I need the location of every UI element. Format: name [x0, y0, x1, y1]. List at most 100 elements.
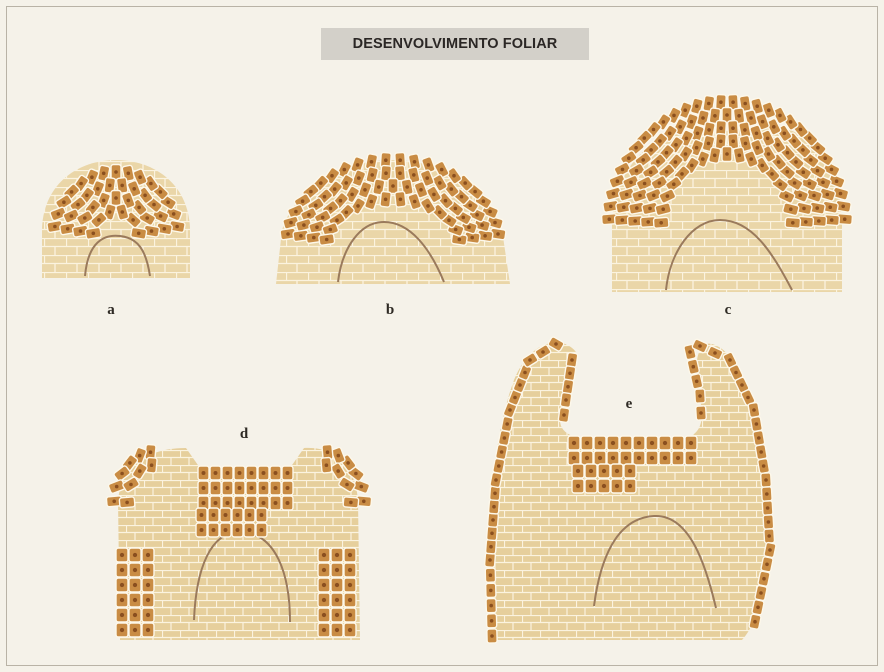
cell-nucleus — [767, 520, 771, 524]
cell-nucleus — [695, 104, 699, 108]
cell-nucleus — [789, 207, 793, 211]
cell-nucleus — [226, 471, 230, 475]
cell-nucleus — [315, 225, 319, 229]
cell-nucleus — [743, 128, 747, 132]
cell-nucleus — [616, 179, 620, 183]
cell-nucleus — [76, 203, 80, 207]
cell-nucleus — [728, 358, 732, 362]
cell-nucleus — [624, 456, 628, 460]
cell-nucleus — [350, 193, 354, 197]
cell-nucleus — [765, 563, 769, 567]
cell-nucleus — [356, 204, 360, 208]
cell-nucleus — [112, 500, 116, 504]
cell-nucleus — [440, 168, 444, 172]
cell-nucleus — [513, 396, 517, 400]
cell-nucleus — [53, 225, 57, 229]
cell-nucleus — [695, 146, 699, 150]
cell-nucleus — [635, 169, 639, 173]
label-d: d — [234, 426, 254, 443]
cell-nucleus — [321, 216, 325, 220]
cell-nucleus — [508, 408, 512, 412]
cell-nucleus — [503, 436, 507, 440]
cell-nucleus — [661, 207, 665, 211]
cell-nucleus — [589, 484, 593, 488]
cell-nucleus — [438, 181, 442, 185]
cell-nucleus — [762, 577, 766, 581]
cell-nucleus — [725, 152, 729, 156]
cell-nucleus — [608, 217, 612, 221]
cell-nucleus — [146, 568, 150, 572]
cell-nucleus — [250, 471, 254, 475]
cell-nucleus — [344, 181, 348, 185]
cell-nucleus — [488, 558, 492, 562]
cell-nucleus — [348, 613, 352, 617]
cell-nucleus — [665, 170, 669, 174]
cell-nucleus — [817, 219, 821, 223]
cell-nucleus — [776, 143, 780, 147]
cell-nucleus — [322, 628, 326, 632]
cell-nucleus — [650, 456, 654, 460]
cell-nucleus — [494, 478, 498, 482]
cell-nucleus — [412, 173, 416, 177]
cell-nucleus — [668, 132, 672, 136]
cell-nucleus — [676, 441, 680, 445]
cell-nucleus — [752, 408, 756, 412]
cell-nucleus — [399, 198, 403, 202]
cell-nucleus — [568, 372, 572, 376]
cell-nucleus — [689, 441, 693, 445]
cell-nucleus — [307, 213, 311, 217]
cell-nucleus — [133, 598, 137, 602]
panel-e-section — [484, 336, 776, 643]
cell-nucleus — [236, 528, 240, 532]
cell-nucleus — [794, 160, 798, 164]
cell-nucleus — [786, 151, 790, 155]
cell-nucleus — [312, 236, 316, 240]
cell-nucleus — [541, 350, 545, 354]
cell-nucleus — [835, 179, 839, 183]
cell-nucleus — [746, 396, 750, 400]
cell-nucleus — [322, 583, 326, 587]
cell-nucleus — [452, 174, 456, 178]
cell-nucleus — [491, 518, 495, 522]
cell-nucleus — [175, 225, 179, 229]
cell-nucleus — [695, 380, 699, 384]
cell-nucleus — [450, 187, 454, 191]
cell-nucleus — [528, 358, 532, 362]
cell-nucleus — [684, 152, 688, 156]
cell-nucleus — [79, 182, 83, 186]
cell-nucleus — [635, 206, 639, 210]
cell-nucleus — [377, 185, 381, 189]
cell-nucleus — [572, 456, 576, 460]
cell-nucleus — [115, 485, 119, 489]
cell-nucleus — [713, 154, 717, 158]
cell-nucleus — [812, 194, 816, 198]
cell-nucleus — [299, 234, 303, 238]
cell-nucleus — [808, 182, 812, 186]
cell-nucleus — [572, 441, 576, 445]
cell-nucleus — [348, 583, 352, 587]
cell-nucleus — [97, 218, 101, 222]
cell-nucleus — [749, 157, 753, 161]
cell-nucleus — [463, 181, 467, 185]
cell-nucleus — [362, 500, 366, 504]
cell-nucleus — [159, 190, 163, 194]
cell-nucleus — [121, 210, 125, 214]
cell-nucleus — [793, 181, 797, 185]
cell-nucleus — [146, 553, 150, 557]
cell-nucleus — [345, 211, 349, 215]
cell-nucleus — [202, 486, 206, 490]
cell-nucleus — [248, 513, 252, 517]
cell-nucleus — [765, 492, 769, 496]
cell-nucleus — [663, 441, 667, 445]
cell-nucleus — [690, 120, 694, 124]
cell-nucleus — [145, 216, 149, 220]
cell-nucleus — [665, 151, 669, 155]
cell-nucleus — [138, 175, 142, 179]
cell-nucleus — [262, 471, 266, 475]
cell-nucleus — [120, 598, 124, 602]
cell-nucleus — [802, 170, 806, 174]
cell-nucleus — [202, 471, 206, 475]
cell-nucleus — [815, 206, 819, 210]
cell-nucleus — [356, 163, 360, 167]
cell-nucleus — [743, 102, 747, 106]
